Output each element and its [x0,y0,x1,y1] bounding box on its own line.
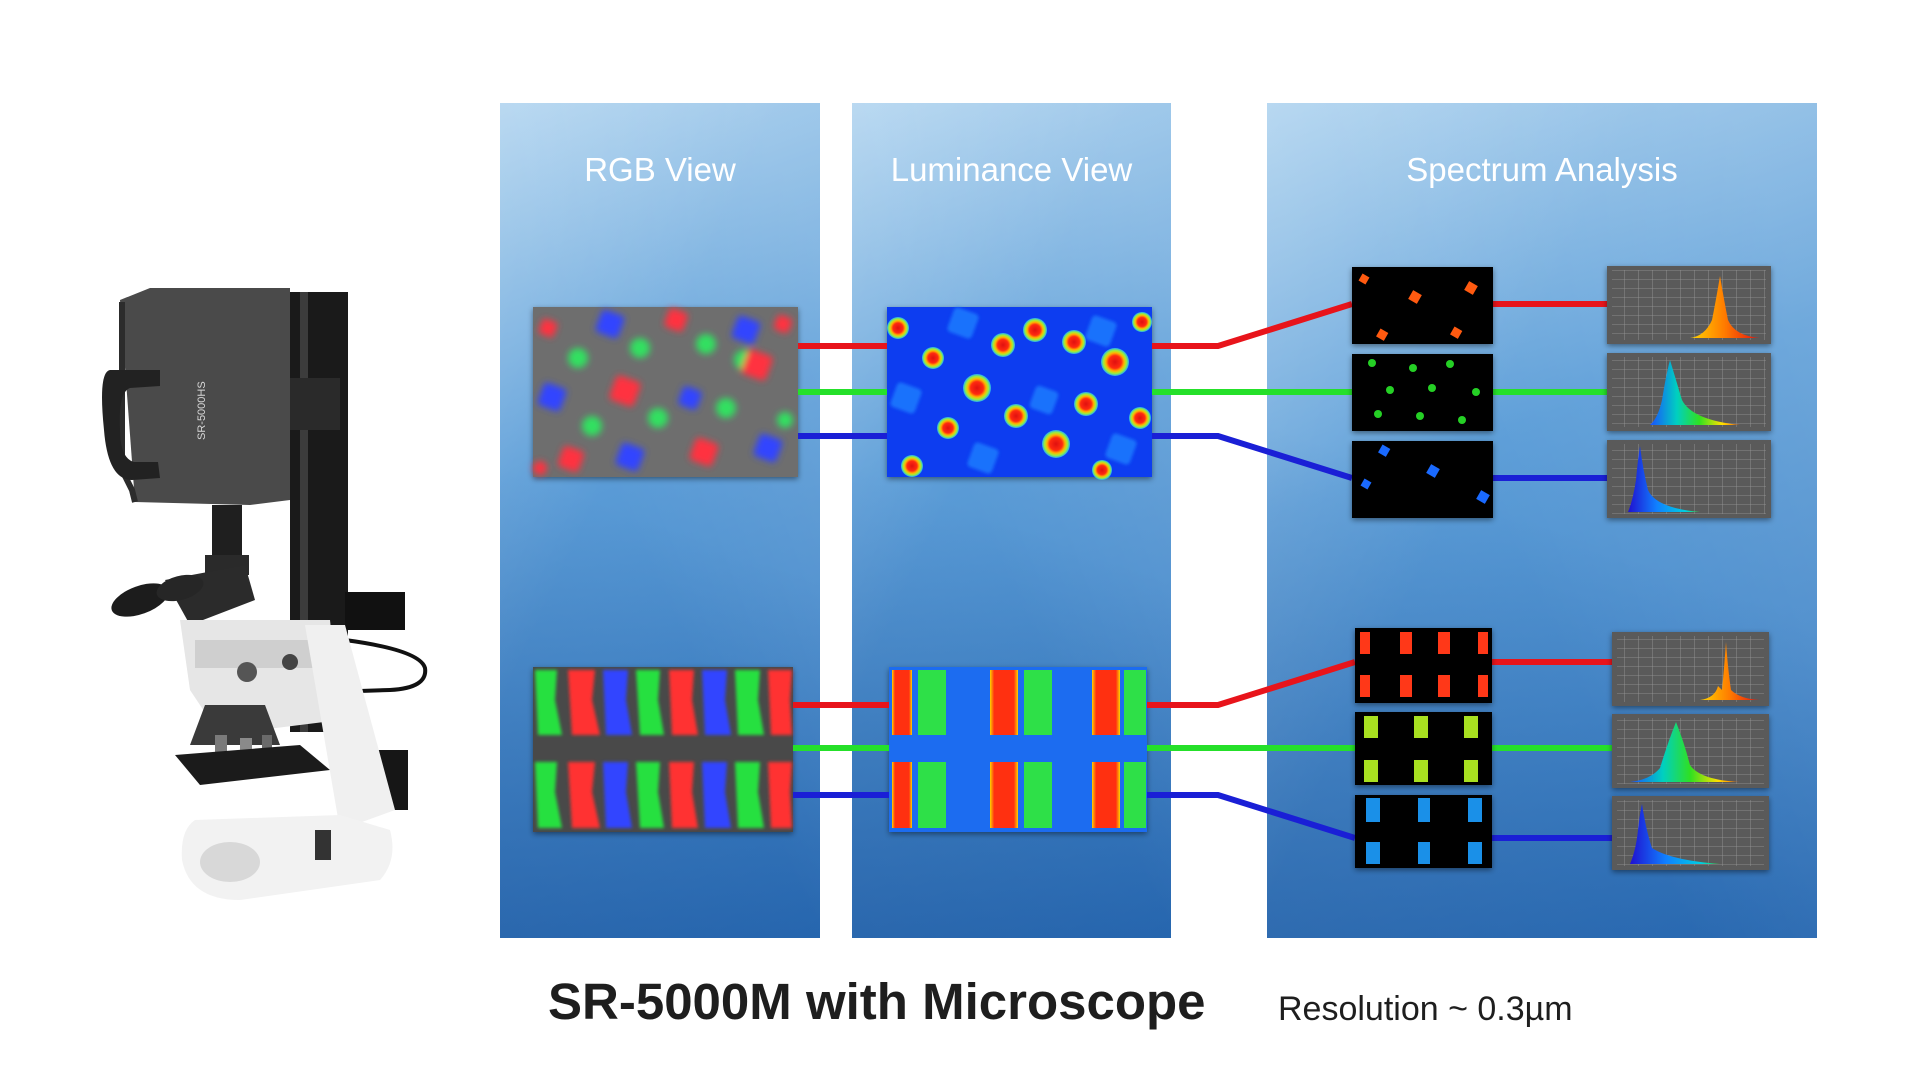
red-stripe-spots [1360,632,1488,697]
connector-red-lum-to-spectrum [1152,301,1353,349]
connector-red-lum-to-spectrum-bottom [1147,659,1356,708]
camera-handle [102,370,160,480]
microscope-illustration: SR-5000HS [102,288,428,900]
red-channel-image [1352,267,1493,344]
connector-blue-lum-to-spectrum-bottom [1147,792,1356,841]
rgb-dot-subpixels [533,308,793,475]
green-spectrum-chart [1607,353,1771,431]
connector-blue-lum-to-spectrum [1152,433,1353,481]
red-spectrum-chart [1607,266,1771,344]
blue-stripe-spectrum-peak [1630,804,1720,864]
red-stripe-spectrum-chart [1612,632,1769,706]
resolution-note: Resolution ~ 0.3µm [1278,990,1573,1028]
stand-highlight [300,292,308,732]
green-stripe-spectrum-chart [1612,714,1769,788]
luminance-dot-spots [887,307,1152,480]
blue-stripe-spectrum-chart [1612,796,1769,870]
connectors-bottom [793,659,1612,841]
channel-images-bottom [1355,628,1492,868]
blue-spectrum-chart [1607,440,1771,518]
rgb-view-title: RGB View [584,151,736,188]
eyepiece-left [111,583,169,617]
camera-label: SR-5000HS [196,381,208,440]
connectors-top [798,301,1607,481]
nosepiece [190,705,280,745]
blue-channel-spots [1360,444,1490,504]
red-stripe-channel-image [1355,628,1492,703]
spectrum-charts-bottom [1612,632,1769,870]
camera-body [120,288,290,505]
green-spectrum-peak [1650,360,1740,425]
red-stripe-spectrum-peak [1700,642,1760,700]
blue-channel-image [1352,441,1493,518]
red-spectrum-grid [1612,270,1766,340]
spectrum-charts-top [1607,266,1771,518]
figure-caption: SR-5000M with Microscope [548,973,1206,1030]
channel-images-top [1352,267,1493,518]
luminance-view-title: Luminance View [890,151,1133,188]
red-stripe-spectrum-grid [1617,636,1764,702]
blue-stripe-spots [1366,798,1482,864]
green-channel-spots [1368,359,1480,424]
luminance-stripe-subpixels [892,670,1146,828]
green-stripe-spots [1364,716,1478,782]
spectrum-analysis-title: Spectrum Analysis [1406,151,1678,188]
eyepiece-right [156,574,204,602]
microscope-frame [305,625,395,830]
illuminator-box [345,592,405,630]
camera-adapter [212,505,242,557]
stage [175,745,330,785]
rgb-stripe-subpixels [535,670,792,828]
red-channel-spots [1358,273,1478,341]
blue-spectrum-peak [1628,446,1700,512]
red-spectrum-peak [1690,276,1760,338]
green-stripe-spectrum-peak [1630,722,1740,782]
